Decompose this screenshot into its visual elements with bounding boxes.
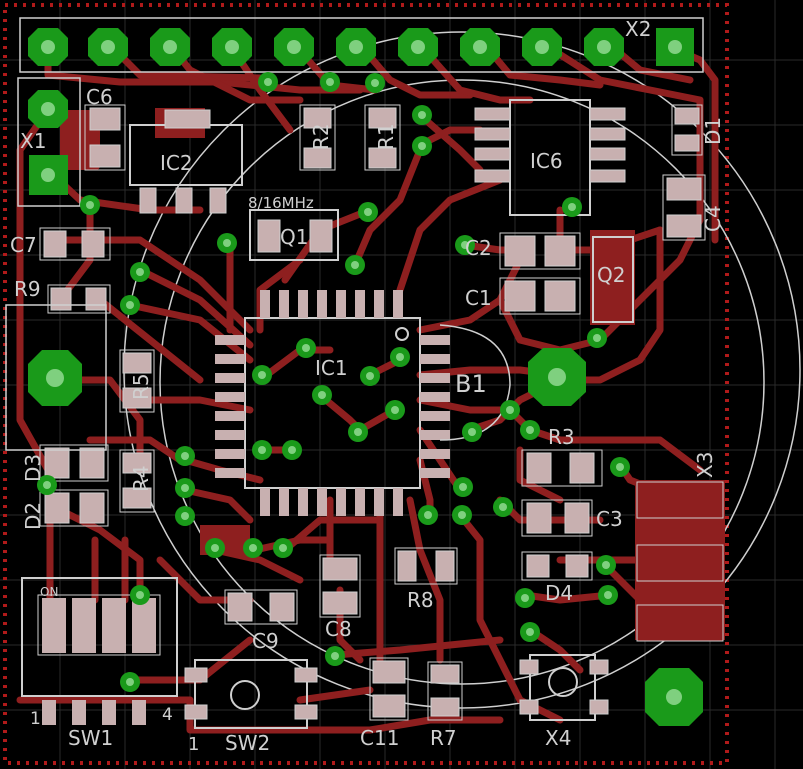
- label-sw1-on: ON: [40, 585, 58, 599]
- label-d2: D2: [21, 502, 45, 530]
- label-ic6: IC6: [530, 149, 563, 173]
- label-q1-freq: 8/16MHz: [248, 194, 314, 212]
- left-connector-outline: [5, 304, 107, 451]
- label-d3: D3: [21, 454, 45, 482]
- label-r7: R7: [430, 726, 457, 750]
- mounting-pads: [28, 348, 703, 726]
- label-c2: C2: [465, 236, 492, 260]
- label-x1: X1: [20, 129, 46, 153]
- label-c8: C8: [325, 617, 352, 641]
- label-r3: R3: [548, 425, 575, 449]
- header-x1: X1: [17, 77, 81, 207]
- label-r4: R4: [129, 465, 153, 492]
- label-r9: R9: [14, 277, 41, 301]
- label-sw1-pin4: 4: [162, 705, 173, 725]
- label-c4: C4: [701, 205, 725, 232]
- label-r8: R8: [407, 588, 434, 612]
- label-b1: B1: [455, 370, 487, 398]
- label-q2: Q2: [597, 263, 625, 287]
- label-sw1: SW1: [68, 726, 113, 750]
- label-c3: C3: [596, 507, 623, 531]
- label-sw2: SW2: [225, 731, 270, 755]
- label-ic1: IC1: [315, 356, 348, 380]
- label-c6: C6: [86, 85, 113, 109]
- header-x2: X2: [19, 17, 704, 73]
- silk-labels: C6 IC2 R2 R1 IC6 D1 C4 8/16MHz Q1 C7 R9 …: [10, 85, 725, 755]
- label-x2: X2: [625, 17, 651, 41]
- sw1-dip-switch: ON 1 4: [21, 577, 178, 729]
- label-sw2-pin1: 1: [188, 734, 199, 755]
- smd-parts: [39, 99, 724, 729]
- label-x4: X4: [545, 726, 571, 750]
- label-c7: C7: [10, 233, 37, 257]
- label-sw1-pin1: 1: [30, 709, 41, 729]
- label-c11: C11: [360, 726, 399, 750]
- label-q1: Q1: [280, 225, 308, 249]
- board-outline: [3, 3, 729, 765]
- label-r2: R2: [309, 123, 333, 150]
- via-holes: [43, 78, 624, 686]
- label-ic2: IC2: [160, 151, 193, 175]
- label-r1: R1: [374, 123, 398, 150]
- label-r5: R5: [129, 373, 153, 400]
- label-d1: D1: [701, 117, 725, 145]
- label-c1: C1: [465, 286, 492, 310]
- label-x3: X3: [693, 452, 717, 478]
- label-c9: C9: [252, 629, 279, 653]
- ic1-qfp: [215, 290, 450, 516]
- label-d4: D4: [545, 581, 573, 605]
